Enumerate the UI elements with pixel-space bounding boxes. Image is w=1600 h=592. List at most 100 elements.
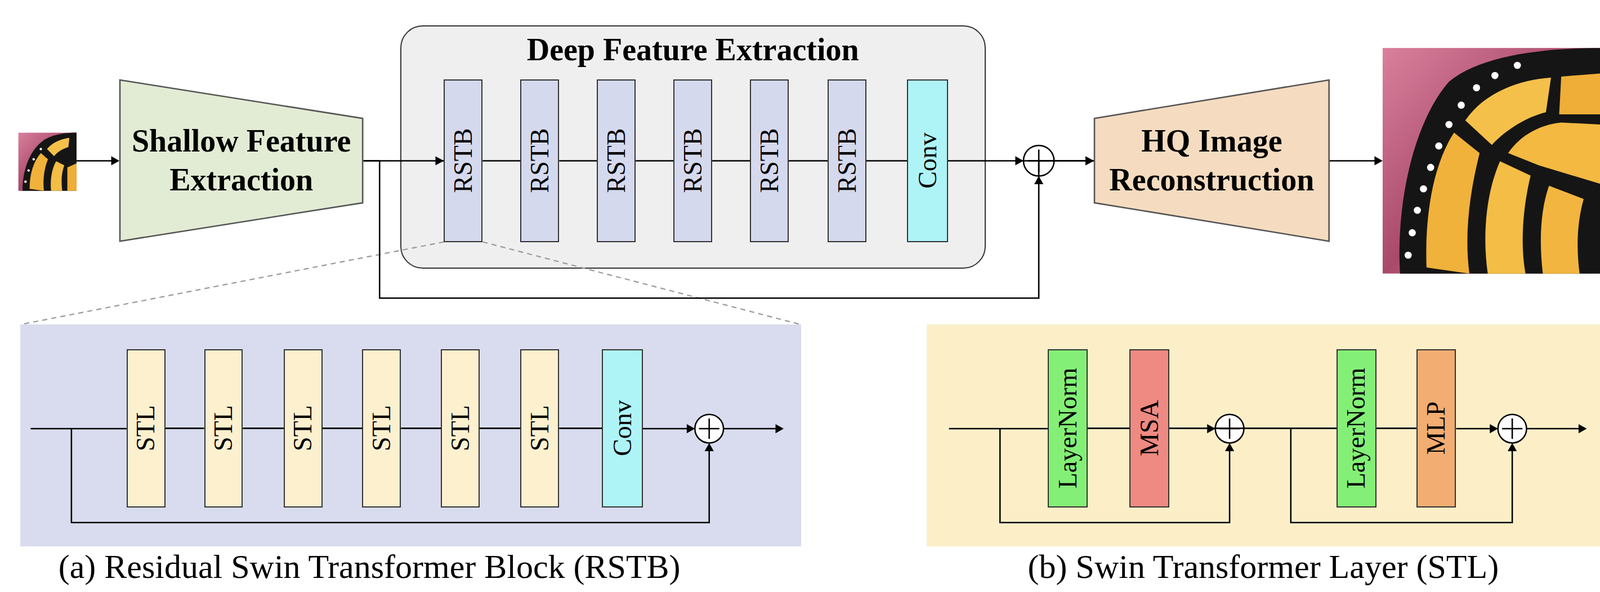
output-image-part <box>1485 161 1531 274</box>
wire-part <box>1455 427 1491 430</box>
arrowhead-part <box>1225 442 1235 451</box>
rstb-block: RSTB <box>596 79 636 242</box>
block-label: MLP <box>1423 401 1450 455</box>
zoom-guide-line <box>20 241 802 325</box>
connector-line <box>479 427 521 429</box>
shallow-feature-trapezoid-outline <box>119 79 364 242</box>
connector-line <box>1376 427 1417 429</box>
block-label: STL <box>447 404 473 451</box>
block-label: STL <box>210 404 237 451</box>
output-image-part <box>1419 185 1428 193</box>
rstb-block: RSTB <box>749 79 789 242</box>
arrowhead-part <box>1578 423 1588 433</box>
arrowhead-part <box>111 155 120 165</box>
output-image-part <box>1472 83 1481 92</box>
connector-arrow <box>1376 427 1417 429</box>
block-label: MSA <box>1136 399 1163 457</box>
rstb-block: RSTB <box>673 79 713 242</box>
block-label: LayerNorm <box>1055 367 1081 489</box>
output-image-part <box>1435 142 1443 150</box>
input-image-part <box>32 158 35 161</box>
input-image-part <box>22 132 77 191</box>
block-label: Conv <box>914 132 941 190</box>
connector-line <box>635 159 674 162</box>
input-image-part <box>67 163 77 191</box>
stl-block: STL <box>361 349 401 508</box>
rstb-block: RSTB <box>520 79 560 242</box>
input-image-part <box>18 132 77 191</box>
wire-part <box>1329 159 1376 162</box>
block-label: STL <box>289 404 316 451</box>
conv-block: Conv <box>906 79 949 242</box>
output-image-part <box>1559 73 1600 114</box>
connector-line <box>559 427 602 429</box>
block-label: STL <box>132 404 159 451</box>
arrowhead-part <box>1374 155 1383 165</box>
input-image-part <box>46 137 70 157</box>
wire-part <box>949 427 1049 430</box>
sum-node <box>694 414 724 444</box>
output-image-part <box>1457 101 1465 109</box>
deep-feature-group: Deep Feature ExtractionRSTBRSTBRSTBRSTBR… <box>400 25 986 268</box>
sum-node-part <box>694 414 724 444</box>
layernorm-block: LayerNorm <box>1047 349 1088 508</box>
stage-label: Shallow Feature Extraction <box>127 121 355 200</box>
sum-node-part <box>1498 414 1527 444</box>
block-label: RSTB <box>450 128 477 194</box>
rstb-panel: (a) Residual Swin Transformer Block (RST… <box>20 324 802 546</box>
wire-part <box>723 427 777 430</box>
stl-block: STL <box>126 349 166 508</box>
input-image-part <box>29 153 49 191</box>
wire-part <box>76 159 113 162</box>
connector-arrow <box>712 160 750 162</box>
connector-arrow <box>559 160 597 162</box>
arrowhead <box>1085 155 1094 165</box>
wire-part <box>999 428 1230 523</box>
block-label: LayerNorm <box>1343 367 1370 489</box>
block-label: Conv <box>609 400 636 457</box>
block-label: STL <box>526 404 553 451</box>
arrowhead-part <box>775 423 785 433</box>
connector-line <box>788 159 828 162</box>
block-label: STL <box>368 404 395 451</box>
output-image-part <box>1426 132 1480 274</box>
connector-line <box>712 159 750 162</box>
stl-panel: (b) Swin Transformer Layer (STL)LayerNor… <box>926 324 1600 546</box>
block-label: RSTB <box>833 128 860 194</box>
zoom-guide-line-part <box>20 241 444 325</box>
connector-line <box>559 159 597 162</box>
output-image-part <box>1445 121 1453 129</box>
connector-arrow <box>866 160 908 162</box>
msa-block: MSA <box>1129 349 1170 508</box>
connector-line <box>866 159 908 162</box>
reconstruction-trapezoid-outline <box>1093 79 1330 242</box>
output-image <box>1382 47 1600 274</box>
reconstruction-trapezoid-shape <box>1094 79 1330 241</box>
zoom-guide-line-part <box>482 241 802 325</box>
connector-arrow <box>788 160 828 162</box>
stage-label: HQ Image Reconstruction <box>1102 121 1322 200</box>
block-label: RSTB <box>680 128 706 194</box>
input-image-part <box>27 168 30 172</box>
input-image-part <box>50 161 65 191</box>
shallow-feature-trapezoid-shape <box>119 79 363 241</box>
block-label: RSTB <box>603 128 630 194</box>
connector-line <box>322 427 363 429</box>
input-image <box>18 132 77 191</box>
mlp-block: MLP <box>1416 349 1457 508</box>
connector-arrow <box>1087 427 1130 429</box>
arrowhead-part <box>686 423 696 433</box>
output-image-part <box>1540 185 1584 274</box>
connector-arrow <box>559 427 602 429</box>
block-label: RSTB <box>756 128 783 194</box>
stl-block: STL <box>440 349 480 508</box>
connector-line <box>482 159 521 162</box>
connector-arrow <box>1169 427 1337 429</box>
output-image-part <box>1382 47 1600 274</box>
connector-line <box>400 427 441 429</box>
connector-arrow <box>482 160 521 162</box>
wire-part <box>30 427 127 430</box>
block-label: RSTB <box>526 128 553 194</box>
connector-line <box>242 427 284 429</box>
